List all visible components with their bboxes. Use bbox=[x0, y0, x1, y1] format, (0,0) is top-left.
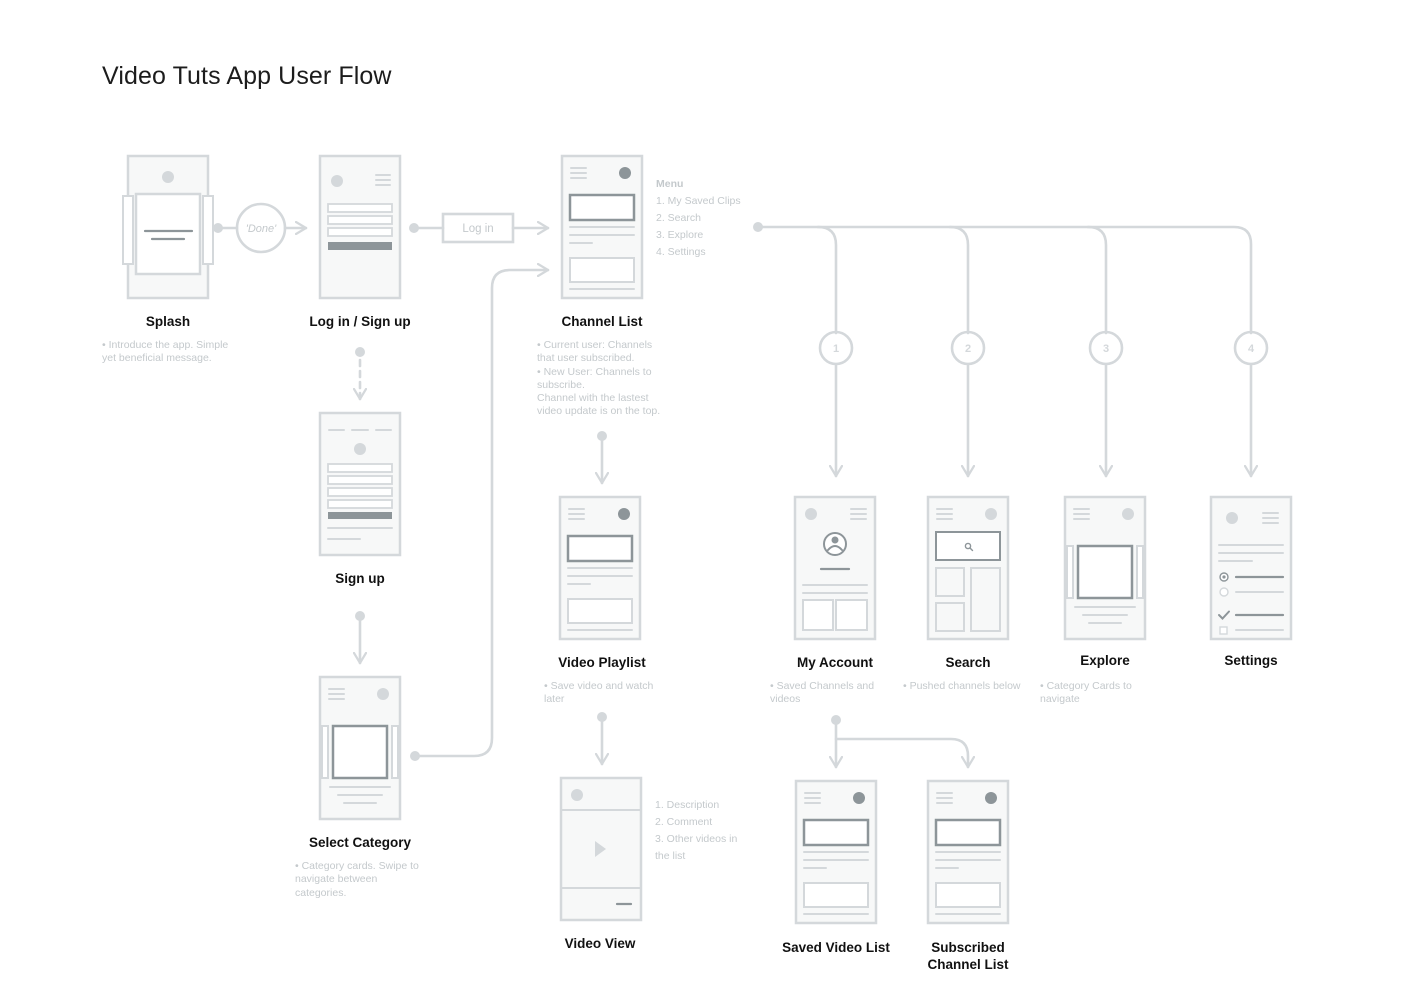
menu-item: 4. Settings bbox=[656, 246, 706, 258]
signup-label: Sign up bbox=[335, 571, 385, 586]
desc-line: • Current user: Channels bbox=[537, 339, 653, 351]
branch-2 bbox=[948, 225, 970, 335]
page-title: Video Tuts App User Flow bbox=[102, 62, 392, 90]
select-category-label: Select Category bbox=[308, 835, 412, 850]
signup-wireframe bbox=[318, 411, 402, 557]
menu-heading: Menu bbox=[656, 178, 684, 190]
menu-item: 3. Explore bbox=[656, 229, 704, 241]
note-line: 2. Comment bbox=[655, 816, 713, 828]
menu-item: 2. Search bbox=[656, 212, 701, 224]
video-view-notes: 1. Description 2. Comment 3. Other video… bbox=[655, 797, 737, 865]
channel-list-wireframe bbox=[560, 154, 644, 300]
arrow-category-to-channel bbox=[413, 270, 550, 758]
branch-number: 4 bbox=[1248, 343, 1255, 355]
branch-number: 2 bbox=[965, 343, 971, 355]
subscribed-channel-list-label: Subscribed Channel List bbox=[878, 939, 1058, 973]
settings-label: Settings bbox=[1224, 653, 1278, 668]
channel-list-label: Channel List bbox=[561, 314, 643, 329]
branch-number: 3 bbox=[1103, 343, 1109, 355]
video-view-label: Video View bbox=[564, 936, 636, 951]
video-playlist-description: • Save video and watch later bbox=[544, 680, 653, 707]
label-line: Channel List bbox=[927, 957, 1009, 972]
done-edge-label: 'Done' bbox=[246, 223, 277, 235]
connector-dot bbox=[355, 347, 365, 357]
desc-line: that user subscribed. bbox=[537, 352, 635, 365]
saved-video-list-label: Saved Video List bbox=[782, 940, 890, 955]
label-line: Subscribed bbox=[931, 940, 1005, 955]
desc-line: • Category Cards to bbox=[1040, 680, 1132, 692]
my-account-wireframe bbox=[793, 495, 877, 641]
my-account-label: My Account bbox=[796, 655, 873, 670]
desc-line: • Introduce the app. Simple bbox=[102, 339, 229, 351]
desc-line: • Category cards. Swipe to bbox=[295, 860, 419, 872]
explore-label: Explore bbox=[1080, 653, 1130, 668]
menu-bus bbox=[756, 225, 1253, 335]
branch-3 bbox=[1086, 225, 1108, 335]
desc-line: • Save video and watch bbox=[544, 680, 654, 692]
branch-number: 1 bbox=[833, 343, 839, 355]
video-view-wireframe bbox=[559, 776, 643, 922]
desc-line: navigate bbox=[1040, 693, 1080, 706]
arrow-to-subscribed-list bbox=[834, 737, 968, 769]
desc-line: later bbox=[544, 693, 565, 706]
desc-line: categories. bbox=[295, 886, 347, 899]
select-category-description: • Category cards. Swipe to navigate betw… bbox=[295, 860, 419, 900]
settings-wireframe bbox=[1209, 495, 1293, 641]
splash-description: • Introduce the app. Simple yet benefici… bbox=[102, 339, 228, 366]
desc-line: videos bbox=[770, 693, 801, 706]
select-category-wireframe bbox=[318, 675, 402, 821]
desc-line: navigate between bbox=[295, 873, 378, 886]
desc-line: video update is on the top. bbox=[537, 405, 661, 418]
my-account-description: • Saved Channels and videos bbox=[770, 680, 874, 707]
search-wireframe bbox=[926, 495, 1010, 641]
splash-wireframe bbox=[122, 154, 214, 300]
splash-label: Splash bbox=[145, 314, 191, 329]
video-playlist-wireframe bbox=[558, 495, 642, 641]
channel-list-description: • Current user: Channels that user subsc… bbox=[537, 339, 660, 419]
menu-item: 1. My Saved Clips bbox=[656, 195, 741, 207]
desc-line: • New User: Channels to bbox=[537, 365, 652, 378]
subscribed-channel-list-wireframe bbox=[926, 779, 1010, 925]
desc-line: Channel with the lastest bbox=[537, 392, 649, 405]
desc-line: • Pushed channels below bbox=[903, 680, 1021, 692]
video-playlist-label: Video Playlist bbox=[558, 655, 646, 670]
search-label: Search bbox=[945, 655, 991, 670]
note-line: 1. Description bbox=[655, 799, 720, 811]
explore-wireframe bbox=[1063, 495, 1147, 641]
desc-line: yet beneficial message. bbox=[102, 352, 212, 365]
desc-line: • Saved Channels and bbox=[770, 680, 875, 692]
login-edge-label: Log in bbox=[462, 223, 493, 235]
saved-video-list-wireframe bbox=[794, 779, 878, 925]
branch-1 bbox=[816, 225, 838, 335]
explore-description: • Category Cards to navigate bbox=[1040, 680, 1132, 707]
login-signup-label: Log in / Sign up bbox=[309, 314, 411, 329]
search-description: • Pushed channels below bbox=[903, 680, 1021, 693]
menu-annotation: Menu 1. My Saved Clips 2. Search 3. Expl… bbox=[656, 176, 741, 261]
note-line: the list bbox=[655, 850, 686, 862]
note-line: 3. Other videos in bbox=[655, 833, 738, 845]
desc-line: subscribe. bbox=[537, 378, 585, 391]
login-signup-wireframe bbox=[318, 154, 402, 300]
